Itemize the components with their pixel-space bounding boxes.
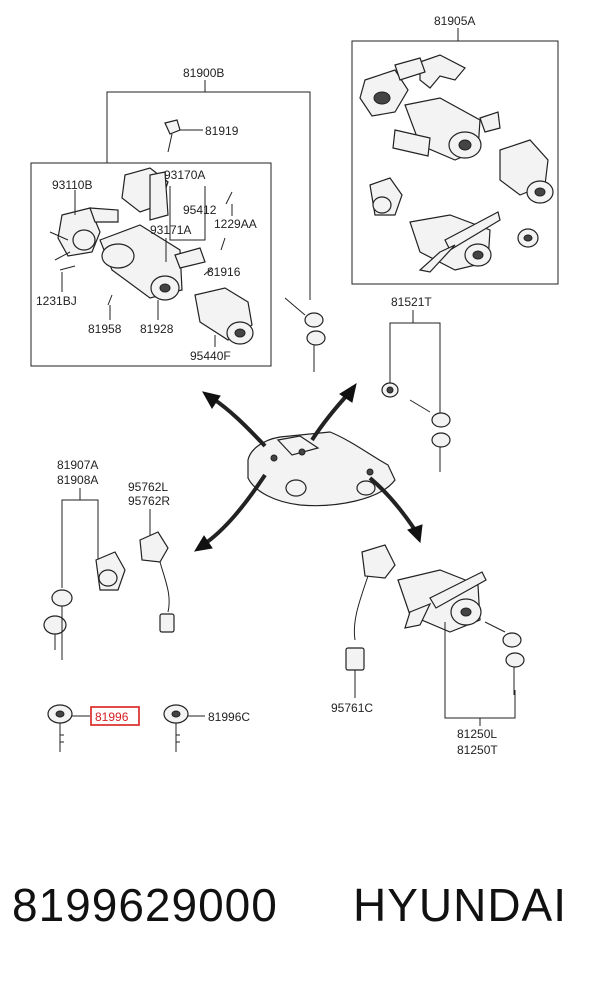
ignition-lock-assembly-illustration	[359, 54, 554, 273]
label-81916: 81916	[207, 265, 241, 279]
group-81905a-frame	[351, 40, 559, 285]
label-95762l: 95762L	[128, 480, 168, 494]
group-81900b-frame	[30, 162, 272, 367]
pointer-arrows	[194, 382, 423, 552]
steering-lock-parts-illustration	[49, 167, 254, 345]
label-93110b: 93110B	[52, 178, 92, 192]
label-81900b: 81900B	[183, 66, 224, 80]
label-81958: 81958	[88, 322, 122, 336]
label-81919: 81919	[205, 124, 239, 138]
label-95762r: 95762R	[128, 494, 170, 508]
label-81996: 81996	[95, 710, 129, 724]
label-81928: 81928	[140, 322, 174, 336]
key-81996c: 81996C	[163, 704, 250, 752]
label-81905a: 81905A	[434, 14, 475, 28]
label-81907a: 81907A	[57, 458, 98, 472]
label-95412: 95412	[183, 203, 217, 217]
group-81900b: 81900B 81919	[30, 66, 311, 367]
bolt-81919-illustration	[164, 119, 181, 135]
group-81907a: 81907A 81908A	[43, 458, 126, 660]
label-81250t: 81250T	[457, 743, 498, 757]
part-number: 8199629000	[12, 879, 278, 931]
highlight-box	[90, 706, 140, 726]
label-81908a: 81908A	[57, 473, 98, 487]
brand-name: HYUNDAI	[353, 879, 568, 931]
label-1229aa: 1229AA	[214, 217, 257, 231]
caption: 8199629000 HYUNDAI	[0, 878, 600, 948]
label-95761c: 95761C	[331, 701, 373, 715]
group-81521t: 81521T	[381, 295, 451, 472]
group-81905a: 81905A	[351, 14, 559, 285]
label-1231bj: 1231BJ	[36, 294, 77, 308]
label-81521t: 81521T	[391, 295, 432, 309]
group-81250: 81250L 81250T	[397, 569, 525, 757]
label-81996c: 81996C	[208, 710, 250, 724]
keys-81900b-illustration	[284, 297, 326, 372]
label-95440f: 95440F	[190, 349, 231, 363]
switch-95761c-illustration	[361, 544, 396, 579]
group-95761c: 95761C	[331, 544, 396, 715]
label-93171a: 93171A	[150, 223, 191, 237]
label-81250l: 81250L	[457, 727, 497, 741]
key-81996: 81996	[47, 704, 140, 752]
car-illustration	[247, 431, 396, 507]
label-93170a: 93170A	[164, 168, 205, 182]
switch-95762-illustration	[139, 531, 169, 563]
group-95762: 95762L 95762R	[128, 480, 175, 633]
